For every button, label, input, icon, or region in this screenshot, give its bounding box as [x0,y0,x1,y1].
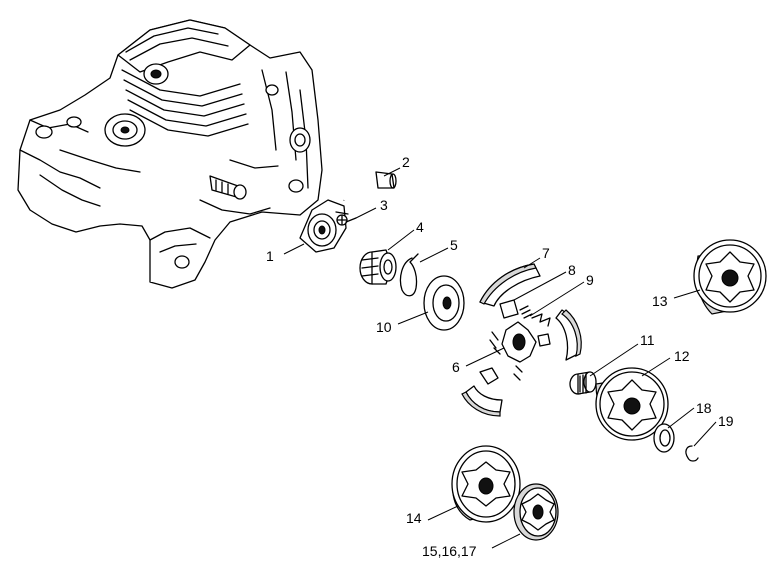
callout-2: 2 [402,154,410,170]
callout-19: 19 [718,413,734,429]
callout-4: 4 [416,219,424,235]
callout-12: 12 [674,348,690,364]
clutch-drum-part-12 [595,367,669,441]
clutch-shoe-part-7 [479,263,541,307]
callout-18: 18 [696,400,712,416]
clutch-drum-part-14 [451,445,521,523]
callout-6: 6 [452,359,460,375]
screw-part-3 [336,214,357,226]
callout-15-16-17: 15,16,17 [422,543,477,559]
rim-sprocket-part-13 [693,239,767,315]
callout-labels: 1 2 3 4 5 6 7 8 9 10 11 12 13 14 15,16,1… [266,154,734,559]
oil-hose-part-2 [342,171,397,201]
leader-lines [283,167,717,549]
spring-clip-part-5 [399,253,419,297]
callout-3: 3 [380,197,388,213]
clutch-spring-part-8 [499,299,533,319]
callout-11: 11 [640,332,655,348]
callout-9: 9 [586,272,594,288]
clutch-shoe-lower [461,385,503,417]
e-clip-part-19 [685,445,699,462]
callout-8: 8 [568,262,576,278]
callout-14: 14 [406,510,422,526]
washer-part-10 [423,275,465,331]
clutch-shoe-right [555,309,582,361]
washer-part-18 [653,423,675,453]
clutch-part-9 [531,313,551,327]
callout-5: 5 [450,237,458,253]
callout-7: 7 [542,245,550,261]
rim-sprocket-part-15-16-17 [513,483,559,541]
worm-part-4 [359,249,397,285]
callout-13: 13 [652,293,668,309]
clutch-hub-part-6 [479,321,551,385]
callout-10: 10 [376,319,392,335]
needle-bearing-part-11 [569,371,597,395]
engine-crankcase [17,19,323,289]
oil-pump-part-1 [299,199,349,253]
callout-1: 1 [266,248,274,264]
